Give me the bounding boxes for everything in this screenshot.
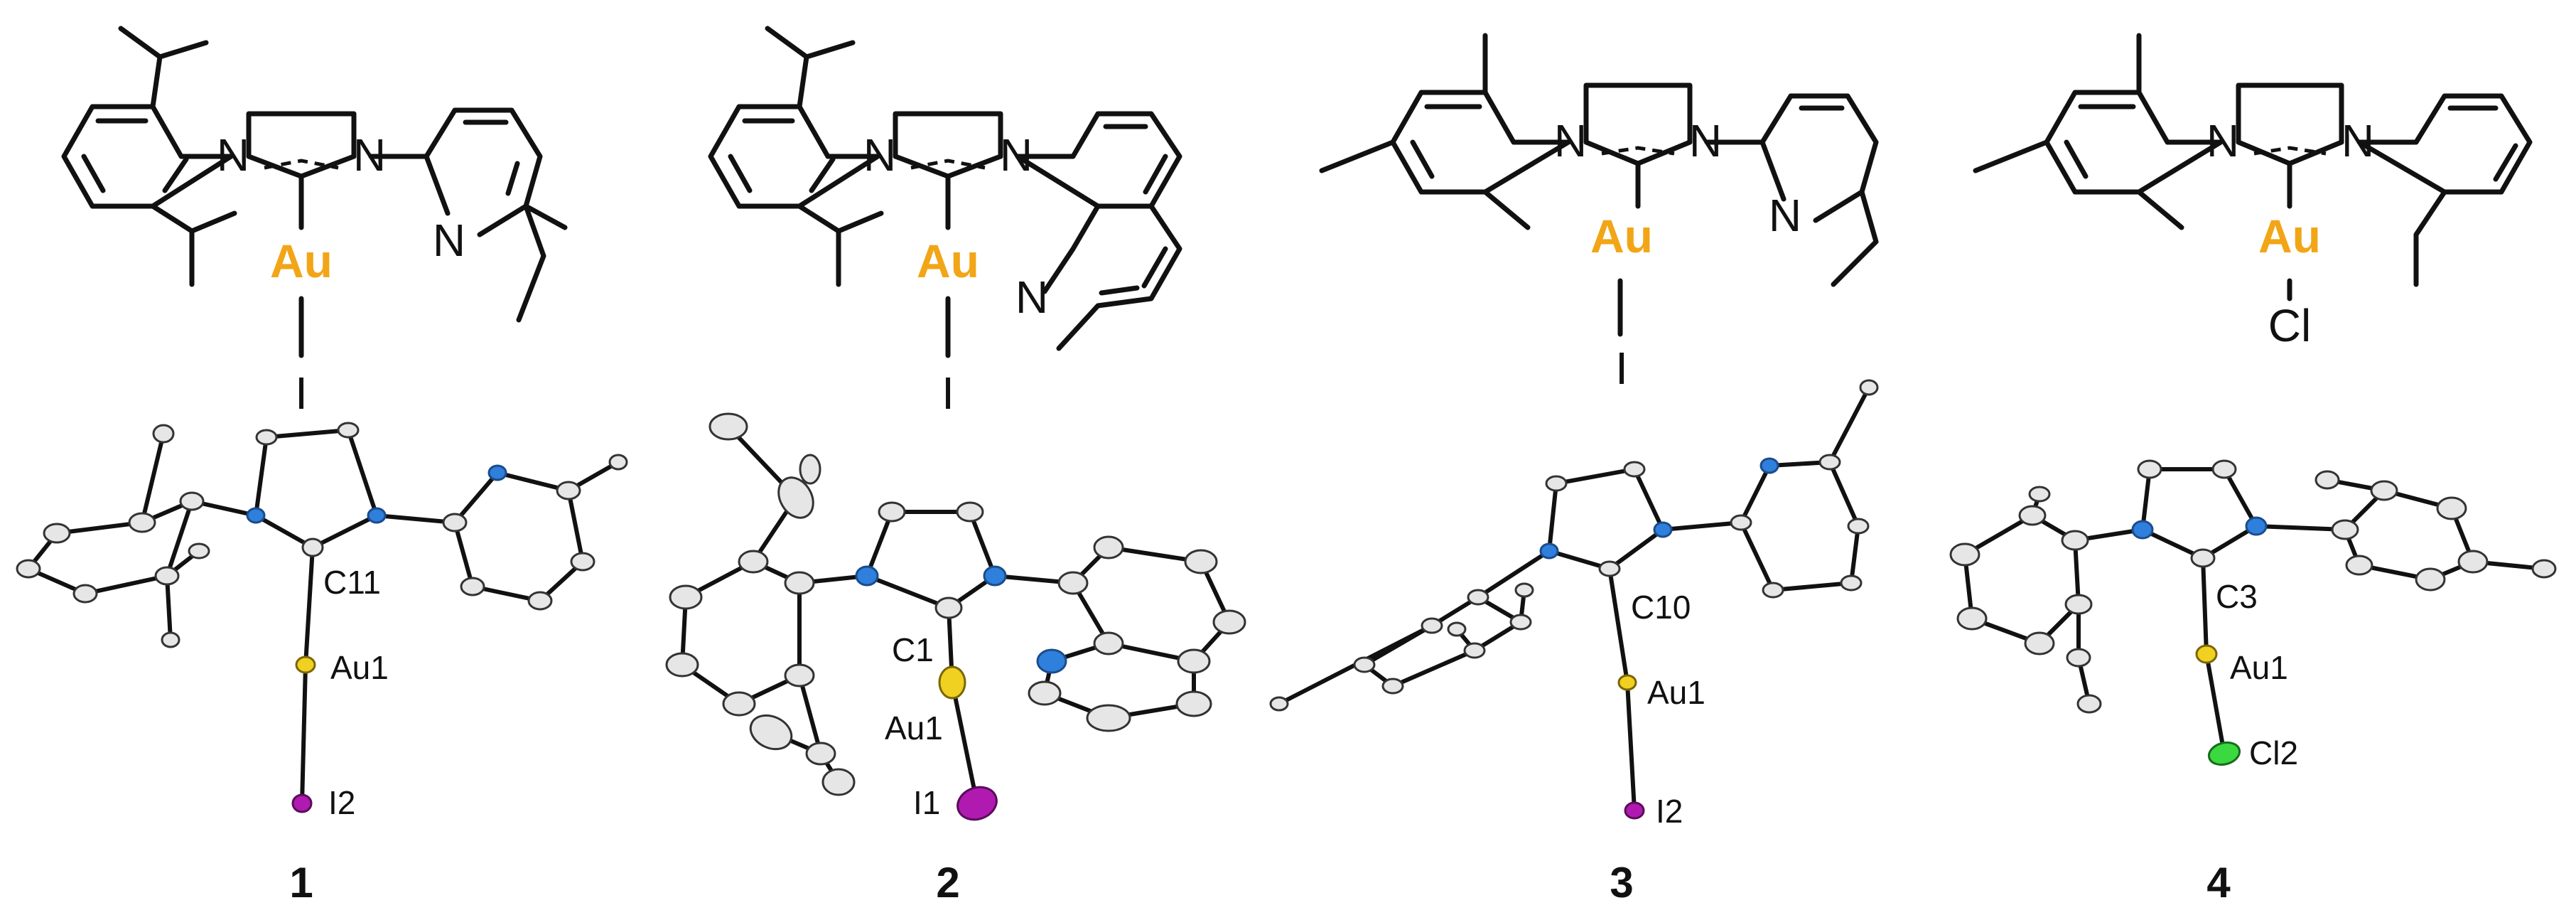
atom-n-right-3: N: [1689, 115, 1722, 166]
atom-i-2: I: [942, 368, 954, 419]
atom-n-quinoline-2: N: [1015, 272, 1048, 323]
atom-i-3: I: [1615, 343, 1628, 394]
structure-2-drawing: N N N Au I: [708, 26, 1182, 419]
compound-label-3: 3: [1610, 859, 1633, 906]
structure-4-drawing: N N Au Cl: [1973, 33, 2533, 351]
atom-cl-4: Cl: [2268, 300, 2311, 351]
atom-n-right-1: N: [353, 129, 386, 181]
atom-n-left-2: N: [863, 129, 896, 181]
atom-label-au-3: Au1: [1647, 674, 1705, 711]
atom-au-1: Au: [270, 235, 333, 287]
atom-n-pyridine-1: N: [433, 215, 465, 266]
atom-label-c-2: C1: [892, 631, 934, 668]
ortep-4: C3 Au1 Cl2: [1949, 459, 2557, 771]
atom-label-i-1: I2: [328, 784, 355, 821]
atom-label-c-1: C11: [323, 564, 381, 601]
ortep-2: C1 Au1 I1: [665, 412, 1246, 821]
atom-n-left-1: N: [217, 129, 249, 181]
ortep-3: C10 Au1 I2: [1269, 379, 1879, 830]
atom-label-cl-4: Cl2: [2249, 734, 2298, 771]
compound-label-4: 4: [2206, 859, 2231, 906]
ortep-1: C11 Au1 I2: [16, 422, 628, 821]
structure-3-drawing: N N N Au I: [1319, 33, 1879, 394]
atom-i-1: I: [295, 368, 308, 419]
atom-au-2: Au: [917, 235, 979, 287]
atom-n-right-4: N: [2341, 115, 2374, 166]
atom-label-c-3: C10: [1631, 589, 1691, 626]
atom-label-au-4: Au1: [2230, 649, 2288, 686]
atom-label-i-2: I1: [913, 784, 940, 821]
atom-label-au-2: Au1: [885, 710, 943, 747]
structure-1-drawing: N N N Au I: [61, 26, 568, 419]
atom-n-left-4: N: [2206, 115, 2239, 166]
compound-label-2: 2: [936, 859, 959, 906]
atom-n-right-2: N: [1000, 129, 1033, 181]
compound-label-1: 1: [289, 859, 313, 906]
atom-label-au-1: Au1: [330, 649, 389, 686]
atom-label-c-4: C3: [2216, 578, 2258, 615]
atom-n-pyridine-3: N: [1769, 190, 1801, 241]
atom-label-i-3: I2: [1656, 793, 1683, 830]
atom-au-3: Au: [1590, 210, 1653, 262]
atom-n-left-3: N: [1554, 115, 1587, 166]
atom-au-4: Au: [2258, 210, 2321, 262]
